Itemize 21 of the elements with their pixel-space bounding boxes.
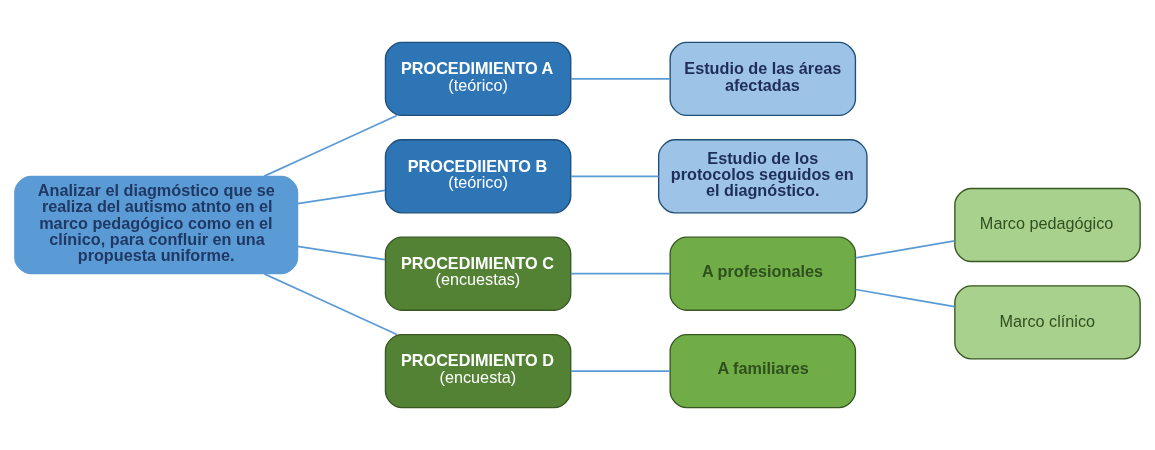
node-box: Estudio de las áreas afectadas <box>669 41 857 117</box>
connector <box>570 370 671 372</box>
node-box: Estudio de los protocolos seguidos en el diagnóstico. <box>657 139 868 214</box>
connector <box>570 272 671 275</box>
node-box: Marco clínico <box>954 285 1141 360</box>
node-box: PROCEDIMIENTO C (encuestas) <box>384 236 572 311</box>
node-box: PROCEDIMIENTO A (teórico) <box>384 41 572 117</box>
connector <box>296 245 386 261</box>
node-box: A familiares <box>669 333 857 409</box>
connector <box>263 272 398 336</box>
node-box: PROCEDIIENTO B (teórico) <box>384 139 572 214</box>
connector <box>570 78 671 80</box>
node-box: Marco pedagógico <box>954 187 1141 263</box>
connector <box>570 175 660 178</box>
connector <box>854 288 956 308</box>
connector <box>854 239 956 259</box>
node-box: Analizar el diagmóstico que se realiza del autismo atnto en el marco pedagógico como en el clínico, para confluir en una propuesta uniforme. <box>14 175 299 275</box>
node-box: A profesionales <box>669 236 857 311</box>
connector <box>296 189 386 205</box>
connector <box>263 114 398 178</box>
node-box: PROCEDIMIENTO D (encuesta) <box>384 333 572 409</box>
